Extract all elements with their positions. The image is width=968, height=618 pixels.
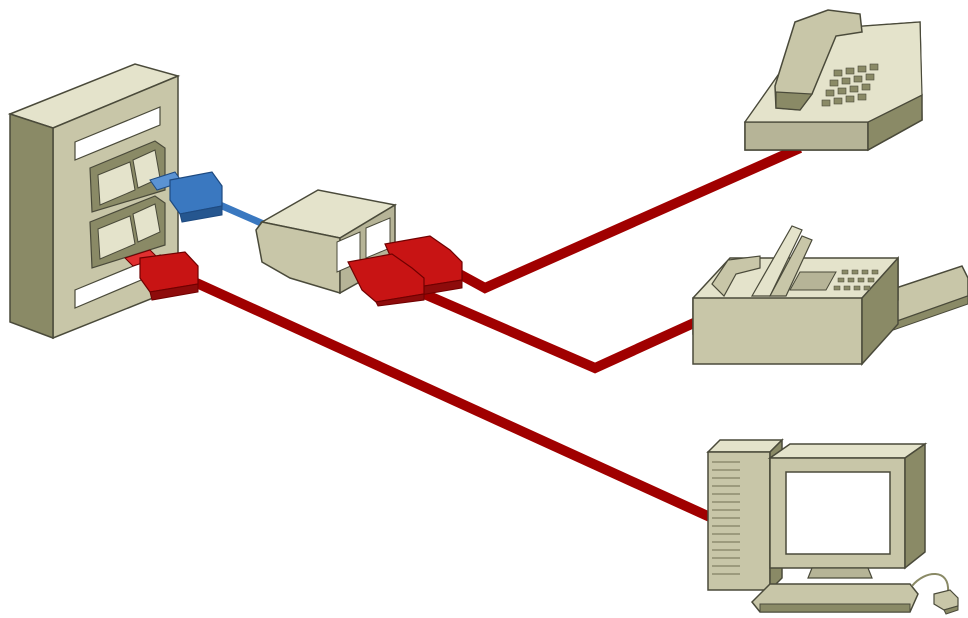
monitor-screen: [785, 471, 891, 555]
mouse-icon: [933, 589, 959, 615]
cable-splitter-to-fax: [413, 285, 699, 374]
wall-jack-plate-icon: [7, 63, 181, 340]
fax-machine-icon: [692, 225, 968, 366]
red-plug-icon: [347, 253, 425, 307]
blue-plug-icon: [149, 171, 223, 223]
fax-keypad: [833, 269, 879, 291]
tower-vents: [712, 461, 740, 575]
rj11-splitter-icon: [255, 189, 398, 295]
desktop-computer-icon: [706, 438, 959, 615]
cable-wall-to-splitter: [218, 201, 270, 230]
cable-splitter-to-telephone: [449, 143, 803, 294]
cables: [187, 143, 803, 523]
desk-telephone-icon: [743, 9, 923, 152]
red-plug-icon: [124, 249, 199, 301]
cable-wall-to-computer: [187, 275, 715, 523]
telephone-keypad: [821, 63, 879, 107]
